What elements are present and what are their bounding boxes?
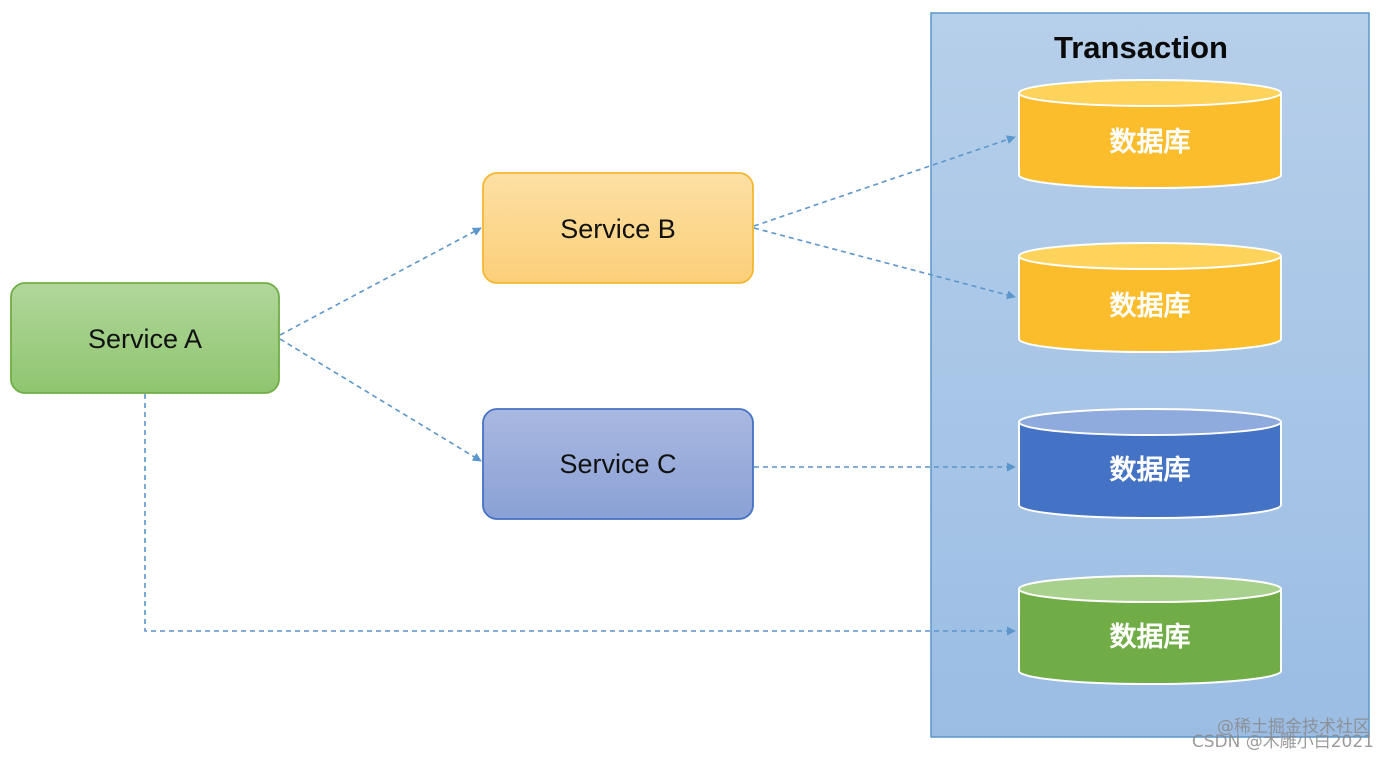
database-1[interactable]: 数据库 — [1018, 79, 1282, 189]
database-3-body — [1018, 422, 1282, 519]
database-4-label: 数据库 — [1110, 622, 1191, 653]
edge-b-to-db1 — [753, 135, 1016, 227]
watermark-line-1: @稀土掘金技术社区 — [1217, 717, 1370, 737]
database-4-body — [1018, 589, 1282, 685]
service-c-box — [482, 408, 754, 520]
service-c-label: Service C — [559, 449, 676, 479]
edges — [144, 135, 1016, 636]
database-2-label: 数据库 — [1110, 291, 1191, 322]
database-2-body — [1018, 256, 1282, 353]
service-a-box — [10, 282, 280, 394]
database-1-body — [1018, 93, 1282, 189]
database-2[interactable]: 数据库 — [1018, 242, 1282, 353]
database-4-top — [1018, 575, 1282, 603]
service-a-label: Service A — [88, 324, 202, 354]
service-b-label: Service B — [560, 214, 676, 244]
database-4[interactable]: 数据库 — [1018, 575, 1282, 685]
database-3-label: 数据库 — [1110, 455, 1191, 486]
service-a-node[interactable]: Service A — [10, 282, 280, 394]
database-3-top — [1018, 408, 1282, 436]
transaction-title: Transaction — [1054, 30, 1228, 65]
service-b-box — [482, 172, 754, 284]
edge-a-to-db4 — [144, 394, 1016, 636]
service-b-node[interactable]: Service B — [482, 172, 754, 284]
database-1-top — [1018, 79, 1282, 107]
database-3[interactable]: 数据库 — [1018, 408, 1282, 519]
edge-a-to-c — [279, 338, 482, 462]
database-2-top — [1018, 242, 1282, 270]
edge-a-to-b — [279, 227, 482, 336]
database-1-label: 数据库 — [1110, 127, 1191, 158]
watermark-line-2: CSDN @木雕小白2021 — [1192, 732, 1374, 752]
database-list: 数据库 数据库 数据库 数据库 — [1018, 79, 1282, 685]
service-c-node[interactable]: Service C — [482, 408, 754, 520]
